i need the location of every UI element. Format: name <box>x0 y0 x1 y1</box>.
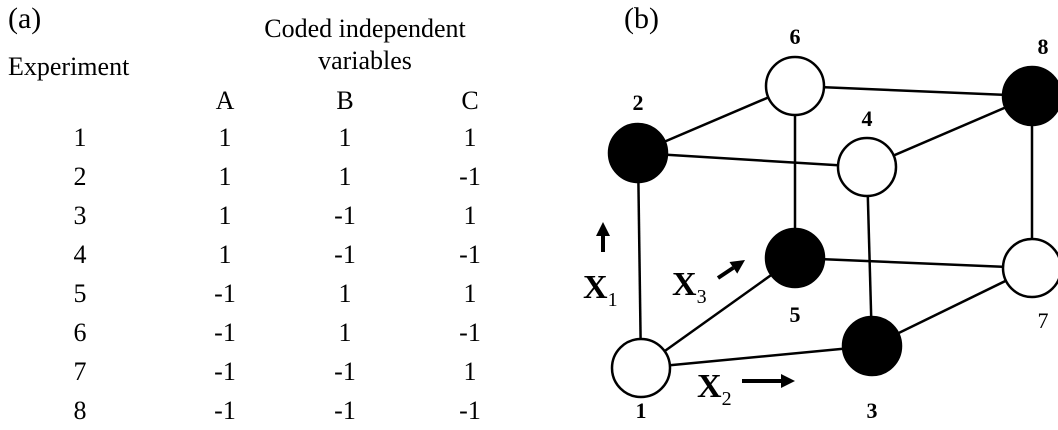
cell-c: 1 <box>463 279 477 308</box>
cell-a: 1 <box>218 123 232 152</box>
x1-arrow-icon <box>596 222 610 252</box>
axis-label-x2: X2 <box>697 368 732 410</box>
cell-b: 1 <box>338 318 352 347</box>
cell-c: 1 <box>463 357 477 386</box>
experiment-number: 1 <box>73 123 87 152</box>
experiment-number: 5 <box>73 279 87 308</box>
vertex-4-empty <box>836 136 898 198</box>
experiment-number: 4 <box>73 240 87 269</box>
cube-edge-1-5 <box>640 256 796 370</box>
cell-a: 1 <box>218 162 232 191</box>
cell-c: -1 <box>459 162 481 191</box>
cell-b: -1 <box>334 357 356 386</box>
cell-c: -1 <box>459 240 481 269</box>
vertex-label-5: 5 <box>790 302 801 327</box>
coded-variables-header-line2: variables <box>318 46 412 75</box>
cell-a: -1 <box>214 357 236 386</box>
cube-edge-5-7 <box>794 256 1033 270</box>
vertex-7-empty <box>1001 237 1058 299</box>
cell-a: 1 <box>218 240 232 269</box>
panel-b-label: (b) <box>624 2 659 35</box>
axis-symbol: X <box>697 368 722 405</box>
panel-a-label: (a) <box>8 2 42 35</box>
experiment-number: 3 <box>73 201 87 230</box>
column-header-c: C <box>461 86 479 115</box>
cell-a: -1 <box>214 318 236 347</box>
cell-b: 1 <box>338 279 352 308</box>
axis-label-x1: X1 <box>583 269 618 311</box>
experiment-number: 2 <box>73 162 87 191</box>
cell-b: 1 <box>338 162 352 191</box>
vertex-3-filled <box>841 315 903 377</box>
cell-a: -1 <box>214 279 236 308</box>
axis-subscript: 3 <box>697 286 707 308</box>
axis-symbol: X <box>672 266 697 303</box>
x2-arrow-icon <box>742 374 795 388</box>
column-header-a: A <box>215 86 235 115</box>
experiment-header: Experiment <box>8 52 130 81</box>
vertex-label-4: 4 <box>862 106 873 131</box>
cell-c: -1 <box>459 396 481 425</box>
cell-c: -1 <box>459 318 481 347</box>
cube-edge-2-4 <box>637 151 868 169</box>
cell-c: 1 <box>463 123 477 152</box>
vertex-label-6: 6 <box>790 24 801 49</box>
axis-symbol: X <box>583 269 608 306</box>
axis-subscript: 2 <box>722 388 732 410</box>
vertex-label-8: 8 <box>1038 34 1049 59</box>
axis-subscript: 1 <box>608 289 618 311</box>
vertex-label-1: 1 <box>636 398 647 423</box>
vertex-1-empty <box>610 337 672 399</box>
axis-label-x3: X3 <box>672 266 707 308</box>
experiment-number: 8 <box>73 396 87 425</box>
cell-c: 1 <box>463 201 477 230</box>
cube-edge-6-8 <box>794 84 1033 98</box>
cube-edge-1-2 <box>636 152 643 369</box>
vertex-5-filled <box>764 227 826 289</box>
vertex-label-3: 3 <box>867 398 878 423</box>
cell-a: -1 <box>214 396 236 425</box>
cell-b: -1 <box>334 240 356 269</box>
cell-b: -1 <box>334 396 356 425</box>
column-header-b: B <box>336 86 354 115</box>
cube-edge-1-3 <box>640 344 873 370</box>
cell-a: 1 <box>218 201 232 230</box>
vertex-2-filled <box>607 122 669 184</box>
coded-variables-header-line1: Coded independent <box>264 14 466 43</box>
vertex-8-filled <box>1001 65 1058 127</box>
vertex-label-7: 7 <box>1038 308 1049 333</box>
cell-b: -1 <box>334 201 356 230</box>
x3-arrow-icon <box>716 260 745 280</box>
vertex-6-empty <box>764 55 826 117</box>
experiment-number: 6 <box>73 318 87 347</box>
experiment-number: 7 <box>73 357 87 386</box>
vertex-label-2: 2 <box>633 90 644 115</box>
cell-b: 1 <box>338 123 352 152</box>
